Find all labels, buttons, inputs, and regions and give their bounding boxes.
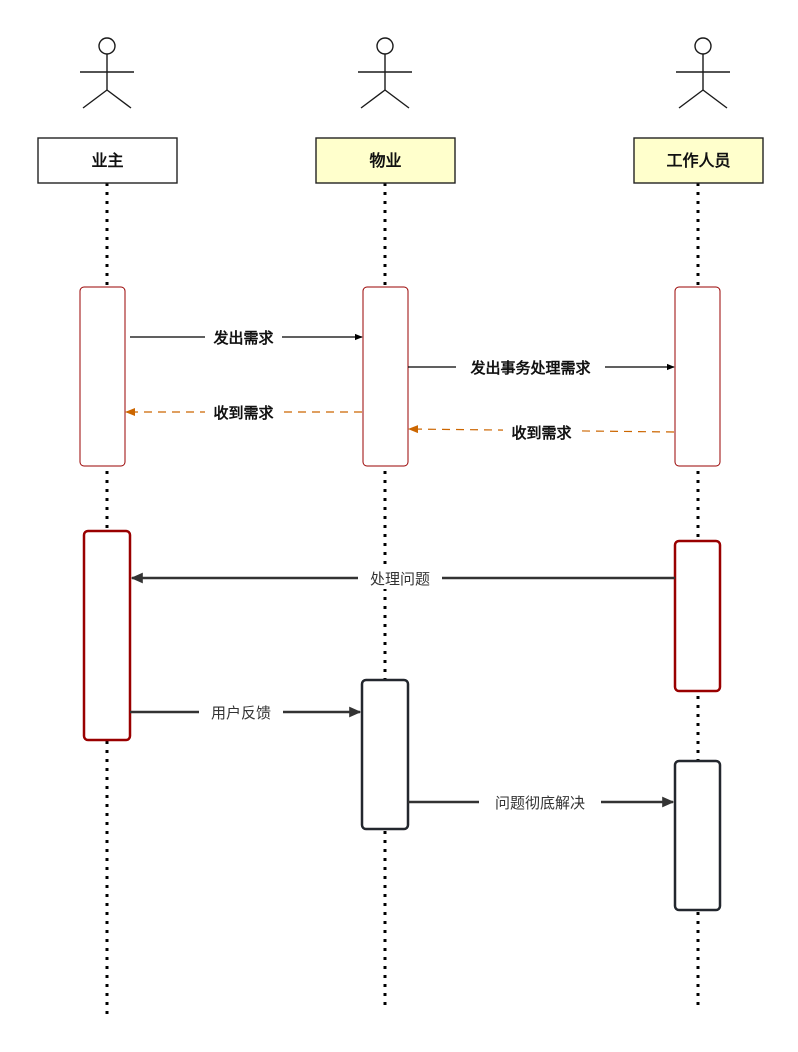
- participant-staff: 工作人员: [633, 137, 764, 184]
- message-send-handling-request: 发出事务处理需求: [408, 357, 675, 377]
- participant-property-label: 物业: [369, 151, 401, 170]
- participant-owner-label: 业主: [91, 151, 123, 170]
- message-received-request-1: 收到需求: [125, 402, 362, 422]
- message-user-feedback: 用户反馈: [130, 701, 362, 723]
- message-problem-solved-label: 问题彻底解决: [495, 794, 585, 812]
- activation-staff-1: [674, 286, 721, 467]
- message-problem-solved: 问题彻底解决: [408, 791, 675, 813]
- actor-property-icon: [358, 37, 412, 109]
- message-send-request-label: 发出需求: [212, 329, 274, 347]
- message-handle-problem-label: 处理问题: [370, 570, 430, 588]
- actor-owner-icon: [80, 37, 134, 109]
- participant-staff-label: 工作人员: [666, 151, 730, 170]
- activation-staff-2: [673, 539, 722, 693]
- message-received-request-2-label: 收到需求: [511, 424, 572, 442]
- message-send-handling-request-label: 发出事务处理需求: [469, 359, 591, 377]
- activation-property-2: [360, 678, 410, 831]
- message-user-feedback-label: 用户反馈: [211, 704, 271, 722]
- participant-property: 物业: [315, 137, 456, 184]
- message-send-request: 发出需求: [130, 327, 363, 347]
- message-received-request-2: 收到需求: [408, 422, 675, 442]
- activation-staff-3: [673, 759, 722, 912]
- participant-owner: 业主: [37, 137, 178, 184]
- activation-owner-1: [79, 286, 126, 467]
- actor-staff-icon: [676, 37, 730, 109]
- activation-property-1: [362, 286, 409, 467]
- activation-owner-2: [82, 529, 132, 742]
- message-handle-problem: 处理问题: [130, 567, 675, 589]
- message-received-request-1-label: 收到需求: [213, 404, 274, 422]
